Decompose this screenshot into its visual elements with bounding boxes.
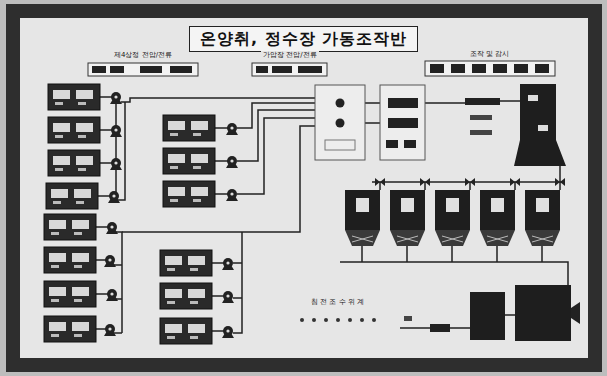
section-label: 가압장 전압/전류: [261, 51, 319, 60]
settling-tank: [345, 190, 560, 246]
valve-symbol: [375, 178, 565, 186]
meter-strip: [88, 61, 555, 76]
section-label: 제4상정 전압/전류: [112, 51, 174, 60]
reservoir: [404, 285, 580, 341]
board-face: [20, 18, 588, 358]
board-frame: [6, 4, 602, 372]
pump-symbol: [104, 92, 238, 338]
section-label: 침 전 조 수 위 계: [309, 298, 366, 307]
section-label: 조작 및 감시: [468, 50, 511, 59]
junction-block: [315, 85, 500, 160]
pump-control-panel: [44, 84, 215, 344]
hopper: [514, 84, 566, 166]
panel-title: 온양취, 정수장 가동조작반: [189, 26, 418, 52]
level-indicator-dots: [300, 318, 376, 322]
